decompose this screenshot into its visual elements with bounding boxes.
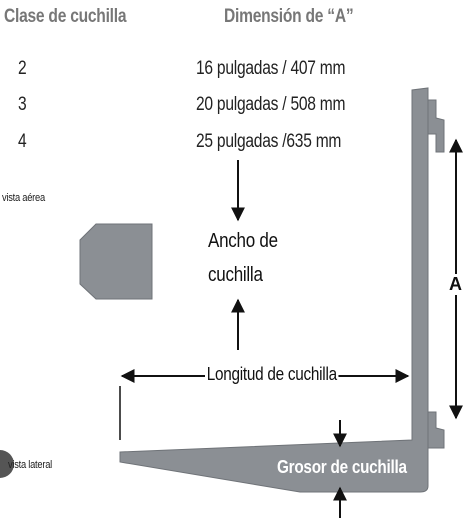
fork-blade-side-view — [119, 87, 429, 493]
top-view-label: vista aérea — [2, 192, 45, 204]
blade-thickness-label: Grosor de cuchilla — [277, 457, 407, 477]
row-class-3: 3 — [18, 94, 27, 115]
header-dimension-a: Dimensión de “A” — [224, 6, 354, 27]
header-blade-class: Clase de cuchilla — [4, 6, 127, 27]
blade-length-label: Longitud de cuchilla — [205, 364, 339, 385]
row-dim-3: 20 pulgadas / 508 mm — [196, 94, 346, 115]
row-dim-2: 16 pulgadas / 407 mm — [196, 58, 346, 79]
side-view-label: vista lateral — [8, 459, 52, 471]
blade-width-label-line2: cuchilla — [208, 264, 263, 286]
blade-top-view-shape — [79, 223, 153, 300]
fork-upper-hook — [427, 99, 445, 153]
side-view-bullet — [0, 450, 14, 478]
row-class-2: 2 — [18, 58, 27, 79]
a-dimension-label: A — [448, 274, 463, 295]
fork-lower-hook — [427, 411, 445, 449]
blade-width-label-line1: Ancho de — [208, 230, 278, 252]
row-class-4: 4 — [18, 131, 27, 152]
row-dim-4: 25 pulgadas /635 mm — [196, 131, 342, 152]
